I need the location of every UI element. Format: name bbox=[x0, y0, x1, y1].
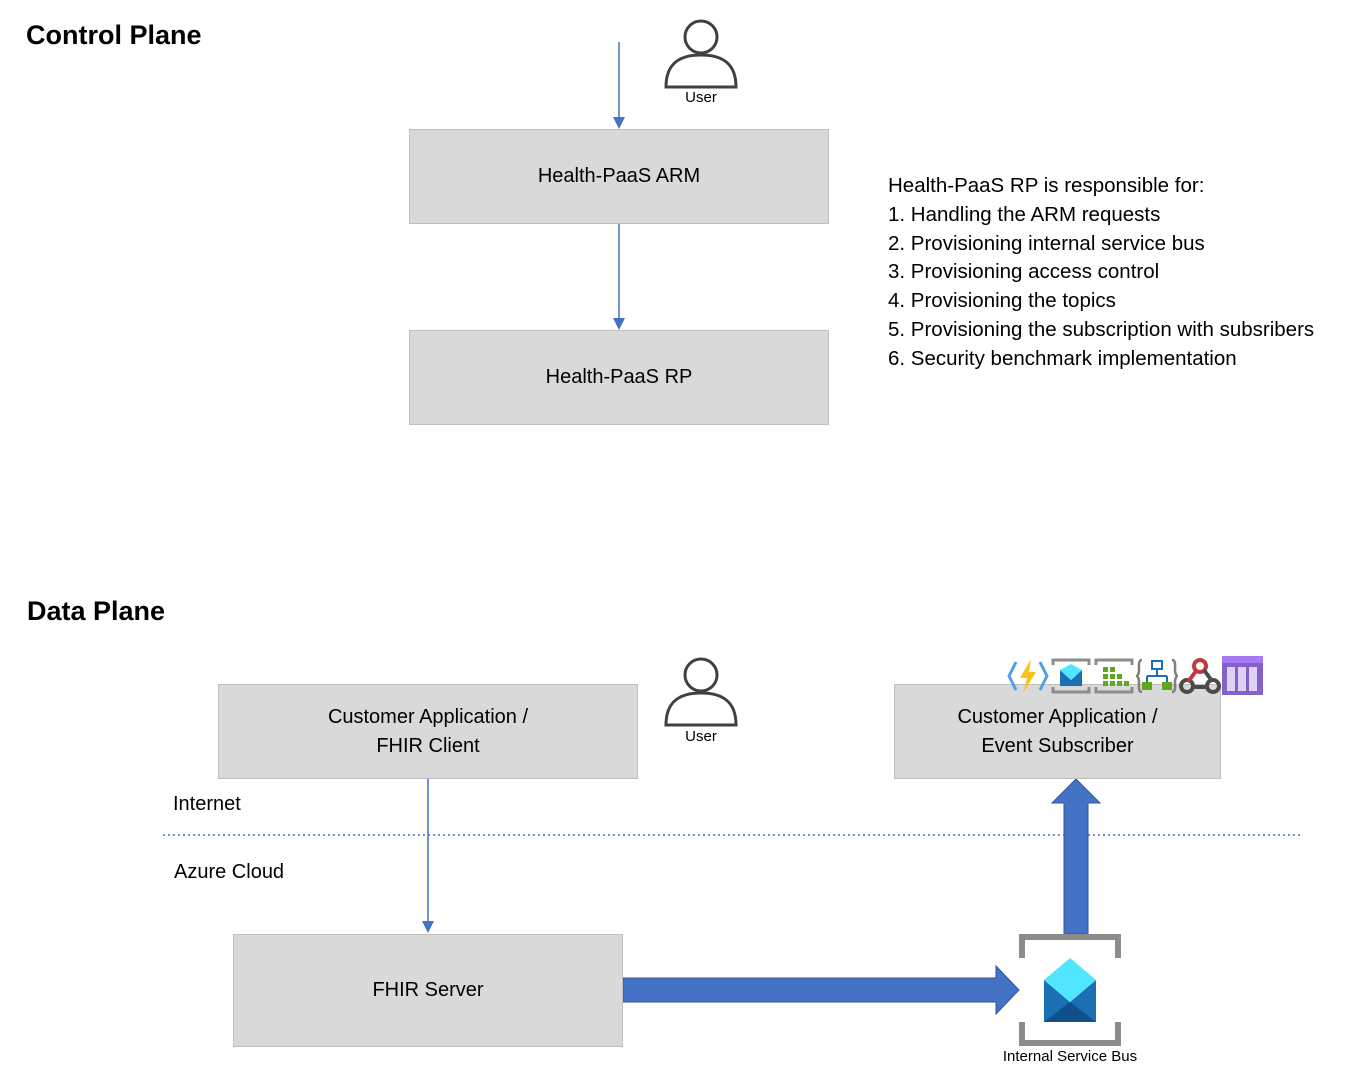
rp-responsibilities: Health-PaaS RP is responsible for: 1. Ha… bbox=[888, 172, 1314, 374]
azure-functions-icon bbox=[1007, 659, 1049, 693]
subscriber-box-line-2: Event Subscriber bbox=[981, 734, 1134, 757]
client-box-line-1: Customer Application / bbox=[327, 705, 529, 728]
responsibility-item: 3. Provisioning access control bbox=[888, 260, 1160, 284]
control-user-label: User bbox=[685, 89, 717, 106]
arrowhead-client-to-fhir bbox=[422, 921, 434, 933]
service-bus-icon bbox=[1051, 658, 1091, 694]
health-paas-rp-box: Health-PaaS RP bbox=[409, 330, 829, 425]
health-paas-rp-label: Health-PaaS RP bbox=[545, 366, 693, 388]
arrowhead-arm-to-rp bbox=[613, 318, 625, 330]
thick-arrow-fhir-to-bus bbox=[622, 964, 1020, 1016]
arrowhead-user-to-arm bbox=[613, 117, 625, 129]
responsibility-item: 1. Handling the ARM requests bbox=[888, 202, 1161, 226]
webhook-icon bbox=[1179, 658, 1221, 694]
responsibility-item: 2. Provisioning internal service bus bbox=[888, 231, 1205, 255]
client-box-line-2: FHIR Client bbox=[376, 734, 480, 757]
user-icon bbox=[664, 657, 738, 727]
subscriber-box-line-1: Customer Application / bbox=[957, 705, 1158, 728]
logic-apps-icon bbox=[1136, 658, 1178, 694]
storage-queue-icon bbox=[1222, 656, 1263, 695]
customer-app-fhir-client-box: Customer Application / FHIR Client bbox=[218, 684, 638, 779]
internal-service-bus-label: Internal Service Bus bbox=[1002, 1048, 1138, 1065]
responsibility-item: 6. Security benchmark implementation bbox=[888, 346, 1237, 370]
fhir-server-label: FHIR Server bbox=[372, 979, 484, 1001]
internet-label: Internet bbox=[173, 793, 241, 815]
internal-service-bus-icon bbox=[1019, 934, 1121, 1046]
responsibility-item: 5. Provisioning the subscription with su… bbox=[888, 317, 1315, 341]
health-paas-arm-box: Health-PaaS ARM bbox=[409, 129, 829, 224]
data-user-label: User bbox=[685, 728, 717, 745]
control-plane-title: Control Plane bbox=[26, 20, 202, 50]
health-paas-arm-label: Health-PaaS ARM bbox=[537, 165, 701, 187]
azure-cloud-label: Azure Cloud bbox=[174, 861, 285, 883]
fhir-server-box: FHIR Server bbox=[233, 934, 623, 1047]
data-plane-title: Data Plane bbox=[27, 596, 166, 626]
thick-arrow-bus-to-subscriber bbox=[1050, 778, 1102, 935]
responsibilities-heading: Health-PaaS RP is responsible for: bbox=[888, 174, 1205, 197]
event-hubs-icon bbox=[1094, 658, 1134, 694]
responsibility-item: 4. Provisioning the topics bbox=[888, 289, 1116, 313]
user-icon bbox=[664, 19, 738, 89]
customer-app-event-subscriber-box: Customer Application / Event Subscriber bbox=[894, 684, 1221, 779]
